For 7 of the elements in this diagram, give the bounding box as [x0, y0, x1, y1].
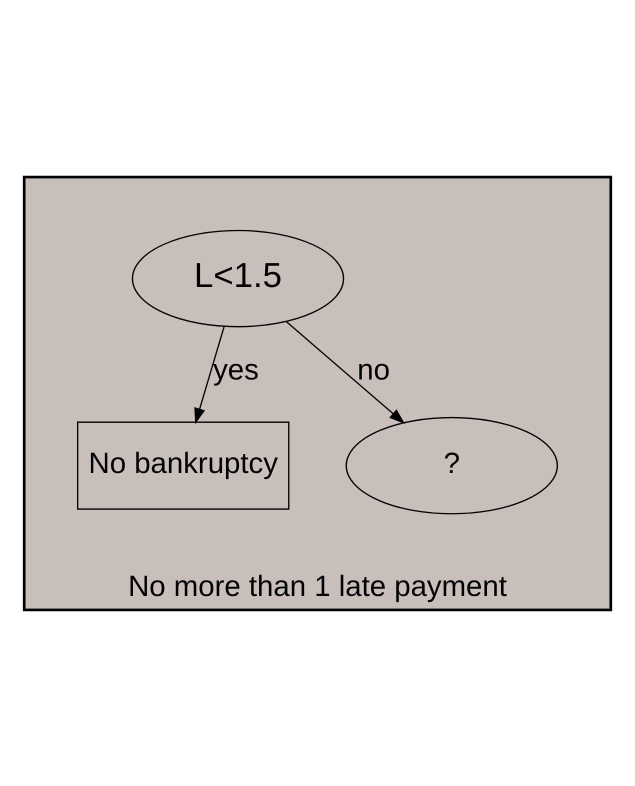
node-ellipse: ? — [346, 416, 558, 514]
node-box: No bankruptcy — [76, 421, 290, 510]
node-ellipse: L<1.5 — [132, 229, 344, 327]
edge-label: no — [357, 353, 390, 386]
edge-label: yes — [213, 353, 259, 386]
arrow — [194, 326, 225, 424]
arrow — [286, 320, 405, 424]
